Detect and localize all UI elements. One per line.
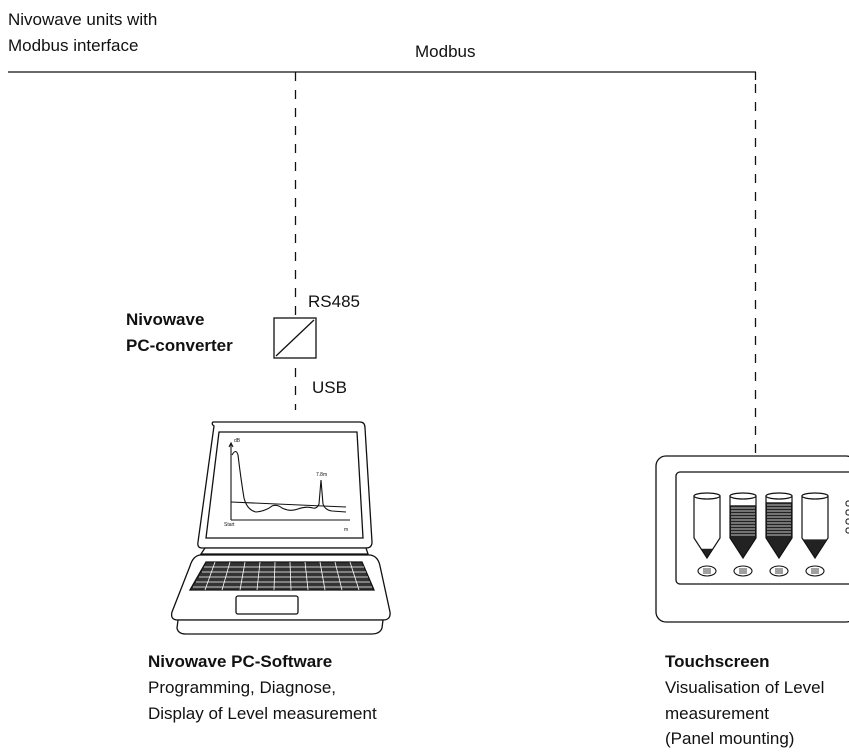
laptop-icon	[170, 421, 391, 635]
pc-software-title: Nivowave PC-Software	[148, 652, 333, 671]
touchscreen-side-buttons	[845, 500, 849, 534]
touchscreen-line1: Visualisation of Level	[665, 678, 825, 697]
tank-icon	[801, 492, 829, 577]
converter-icon	[273, 317, 317, 359]
screen-x-axis-label: m	[344, 527, 349, 533]
pc-software-line1: Programming, Diagnose,	[148, 678, 337, 697]
screen-y-axis-label: dB	[234, 438, 241, 444]
units-label-line1: Nivowave units with	[8, 10, 158, 29]
rs485-label: RS485	[308, 292, 360, 311]
screen-peak-label: 7.8m	[316, 472, 328, 478]
screen-echo-curve	[231, 450, 347, 513]
tank-icon	[729, 492, 757, 577]
tank-icon	[765, 492, 793, 577]
touchscreen-title: Touchscreen	[665, 652, 770, 671]
screen-start-label: Start	[224, 522, 235, 528]
laptop-keyboard-grid	[193, 561, 372, 591]
converter-title-line2: PC-converter	[126, 336, 233, 355]
usb-label: USB	[312, 378, 347, 397]
pc-software-line2: Display of Level measurement	[148, 704, 377, 723]
modbus-label: Modbus	[415, 42, 476, 61]
tank-icon	[693, 492, 721, 577]
units-label-line2: Modbus interface	[8, 36, 139, 55]
touchscreen-line3: (Panel mounting)	[665, 729, 795, 748]
screen-threshold-line	[230, 501, 347, 508]
tank-icons	[693, 492, 829, 577]
converter-title-line1: Nivowave	[126, 310, 205, 329]
touchscreen-line2: measurement	[665, 704, 769, 723]
laptop-screen-chart	[228, 441, 350, 521]
